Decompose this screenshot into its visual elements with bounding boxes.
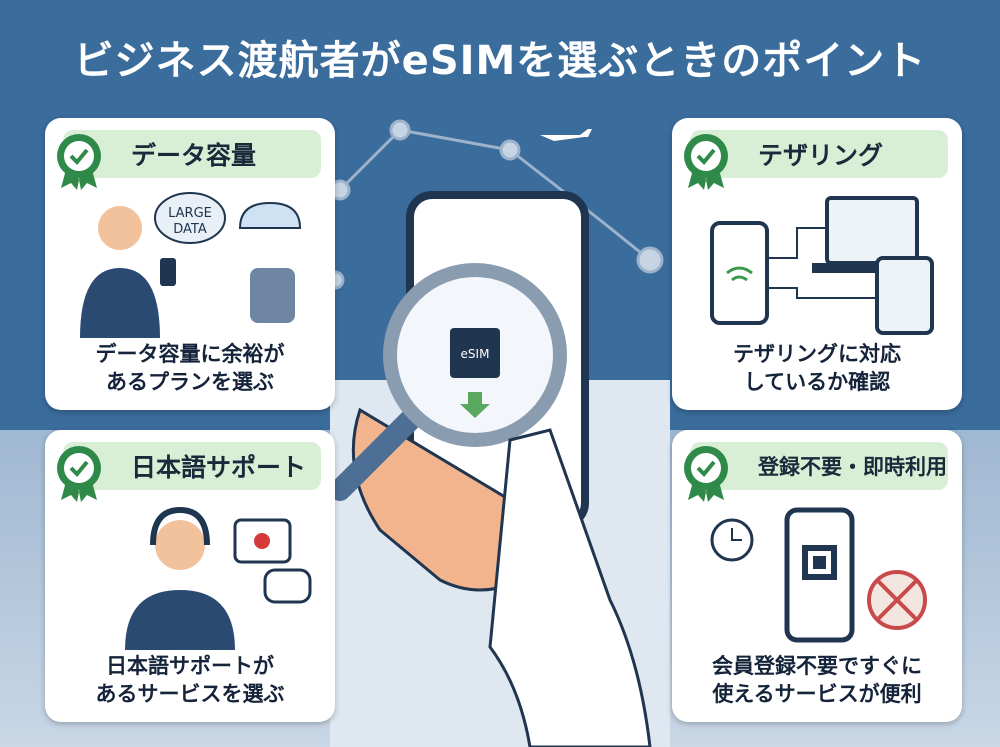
desc-line: しているか確認: [743, 370, 891, 394]
phone-magnifier-illustration: eSIM: [325, 119, 664, 747]
businessman-data-illustration: [80, 192, 302, 338]
desc-line: 日本語サポートが: [106, 654, 274, 678]
qr-phone-illustration: [710, 507, 927, 643]
card-no-registration: 登録不要・即時利用 会員登録不要ですぐに使えるサービスが便利: [672, 430, 962, 722]
magnifier-handle: [329, 409, 421, 501]
support-operator-illustration: [125, 506, 312, 650]
desc-line: 使えるサービスが便利: [712, 682, 922, 706]
network-graph: [325, 119, 664, 290]
desc-line: 会員登録不要ですぐに: [712, 654, 922, 678]
card-tethering: テザリング テザリングに対応しているか確認: [672, 118, 962, 410]
check-badge-icon: [684, 446, 728, 502]
large-data-bubble-text: LARGE DATA: [168, 206, 212, 237]
check-badge-icon: [684, 134, 728, 190]
tethering-devices-illustration: [710, 196, 934, 335]
card-japanese-support: 日本語サポート 日本語サポートがあるサービスを選ぶ: [45, 430, 335, 722]
card-description: テザリングに対応しているか確認: [672, 340, 962, 396]
card-heading: データ容量: [63, 130, 321, 178]
check-badge-icon: [57, 134, 101, 190]
desc-line: テザリングに対応: [733, 342, 901, 366]
page-title: ビジネス渡航者がeSIMを選ぶときのポイント: [73, 38, 927, 84]
card-description: 日本語サポートがあるサービスを選ぶ: [45, 652, 335, 708]
esim-chip: [450, 328, 500, 378]
card-heading: 登録不要・即時利用: [690, 442, 948, 490]
desc-line: あるプランを選ぶ: [106, 370, 274, 394]
card-data-capacity: データ容量 LARGE DATA データ容量に余裕があるプランを選ぶ: [45, 118, 335, 410]
desc-line: データ容量に余裕が: [95, 342, 285, 366]
card-description: データ容量に余裕があるプランを選ぶ: [45, 340, 335, 396]
card-heading: 日本語サポート: [63, 442, 321, 490]
esim-chip-label: eSIM: [461, 347, 490, 361]
airplane-icon: [540, 129, 592, 141]
check-badge-icon: [57, 446, 101, 502]
card-heading: テザリング: [690, 130, 948, 178]
desc-line: あるサービスを選ぶ: [95, 682, 285, 706]
card-description: 会員登録不要ですぐに使えるサービスが便利: [672, 652, 962, 708]
download-icon: [460, 392, 490, 418]
